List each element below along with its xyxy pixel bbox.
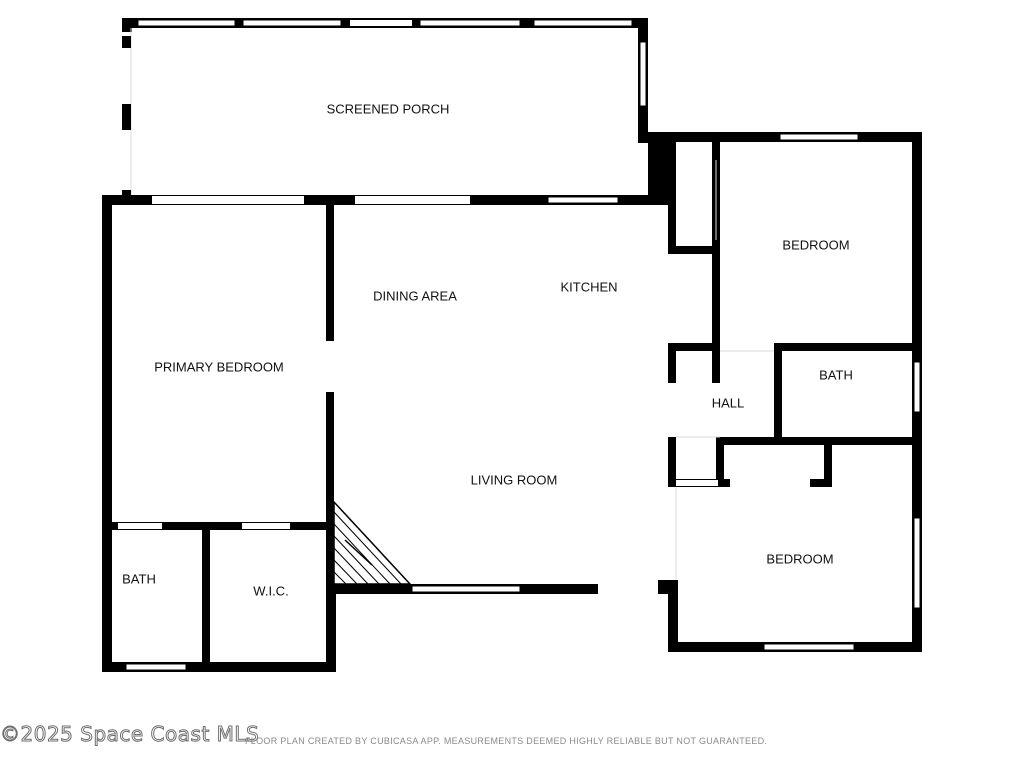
openings [118, 160, 810, 593]
disclaimer: FLOOR PLAN CREATED BY CUBICASA APP. MEAS… [245, 736, 768, 746]
watermark: ©2025 Space Coast MLS [0, 722, 260, 747]
corner-stairs [333, 500, 412, 585]
label-hall: HALL [712, 395, 745, 410]
label-bedroom-1: BEDROOM [782, 237, 849, 252]
room-labels: SCREENED PORCH PRIMARY BEDROOM DINING AR… [122, 101, 853, 598]
label-bath-1: BATH [819, 367, 853, 382]
label-bath-primary: BATH [122, 571, 156, 586]
label-bedroom-2: BEDROOM [766, 551, 833, 566]
label-dining-area: DINING AREA [373, 288, 457, 303]
label-wic: W.I.C. [253, 583, 288, 598]
screened-porch-walls [122, 18, 648, 198]
label-primary-bedroom: PRIMARY BEDROOM [154, 359, 284, 374]
label-screened-porch: SCREENED PORCH [327, 101, 450, 116]
label-kitchen: KITCHEN [560, 279, 617, 294]
label-living-room: LIVING ROOM [471, 472, 558, 487]
windows [125, 133, 921, 671]
